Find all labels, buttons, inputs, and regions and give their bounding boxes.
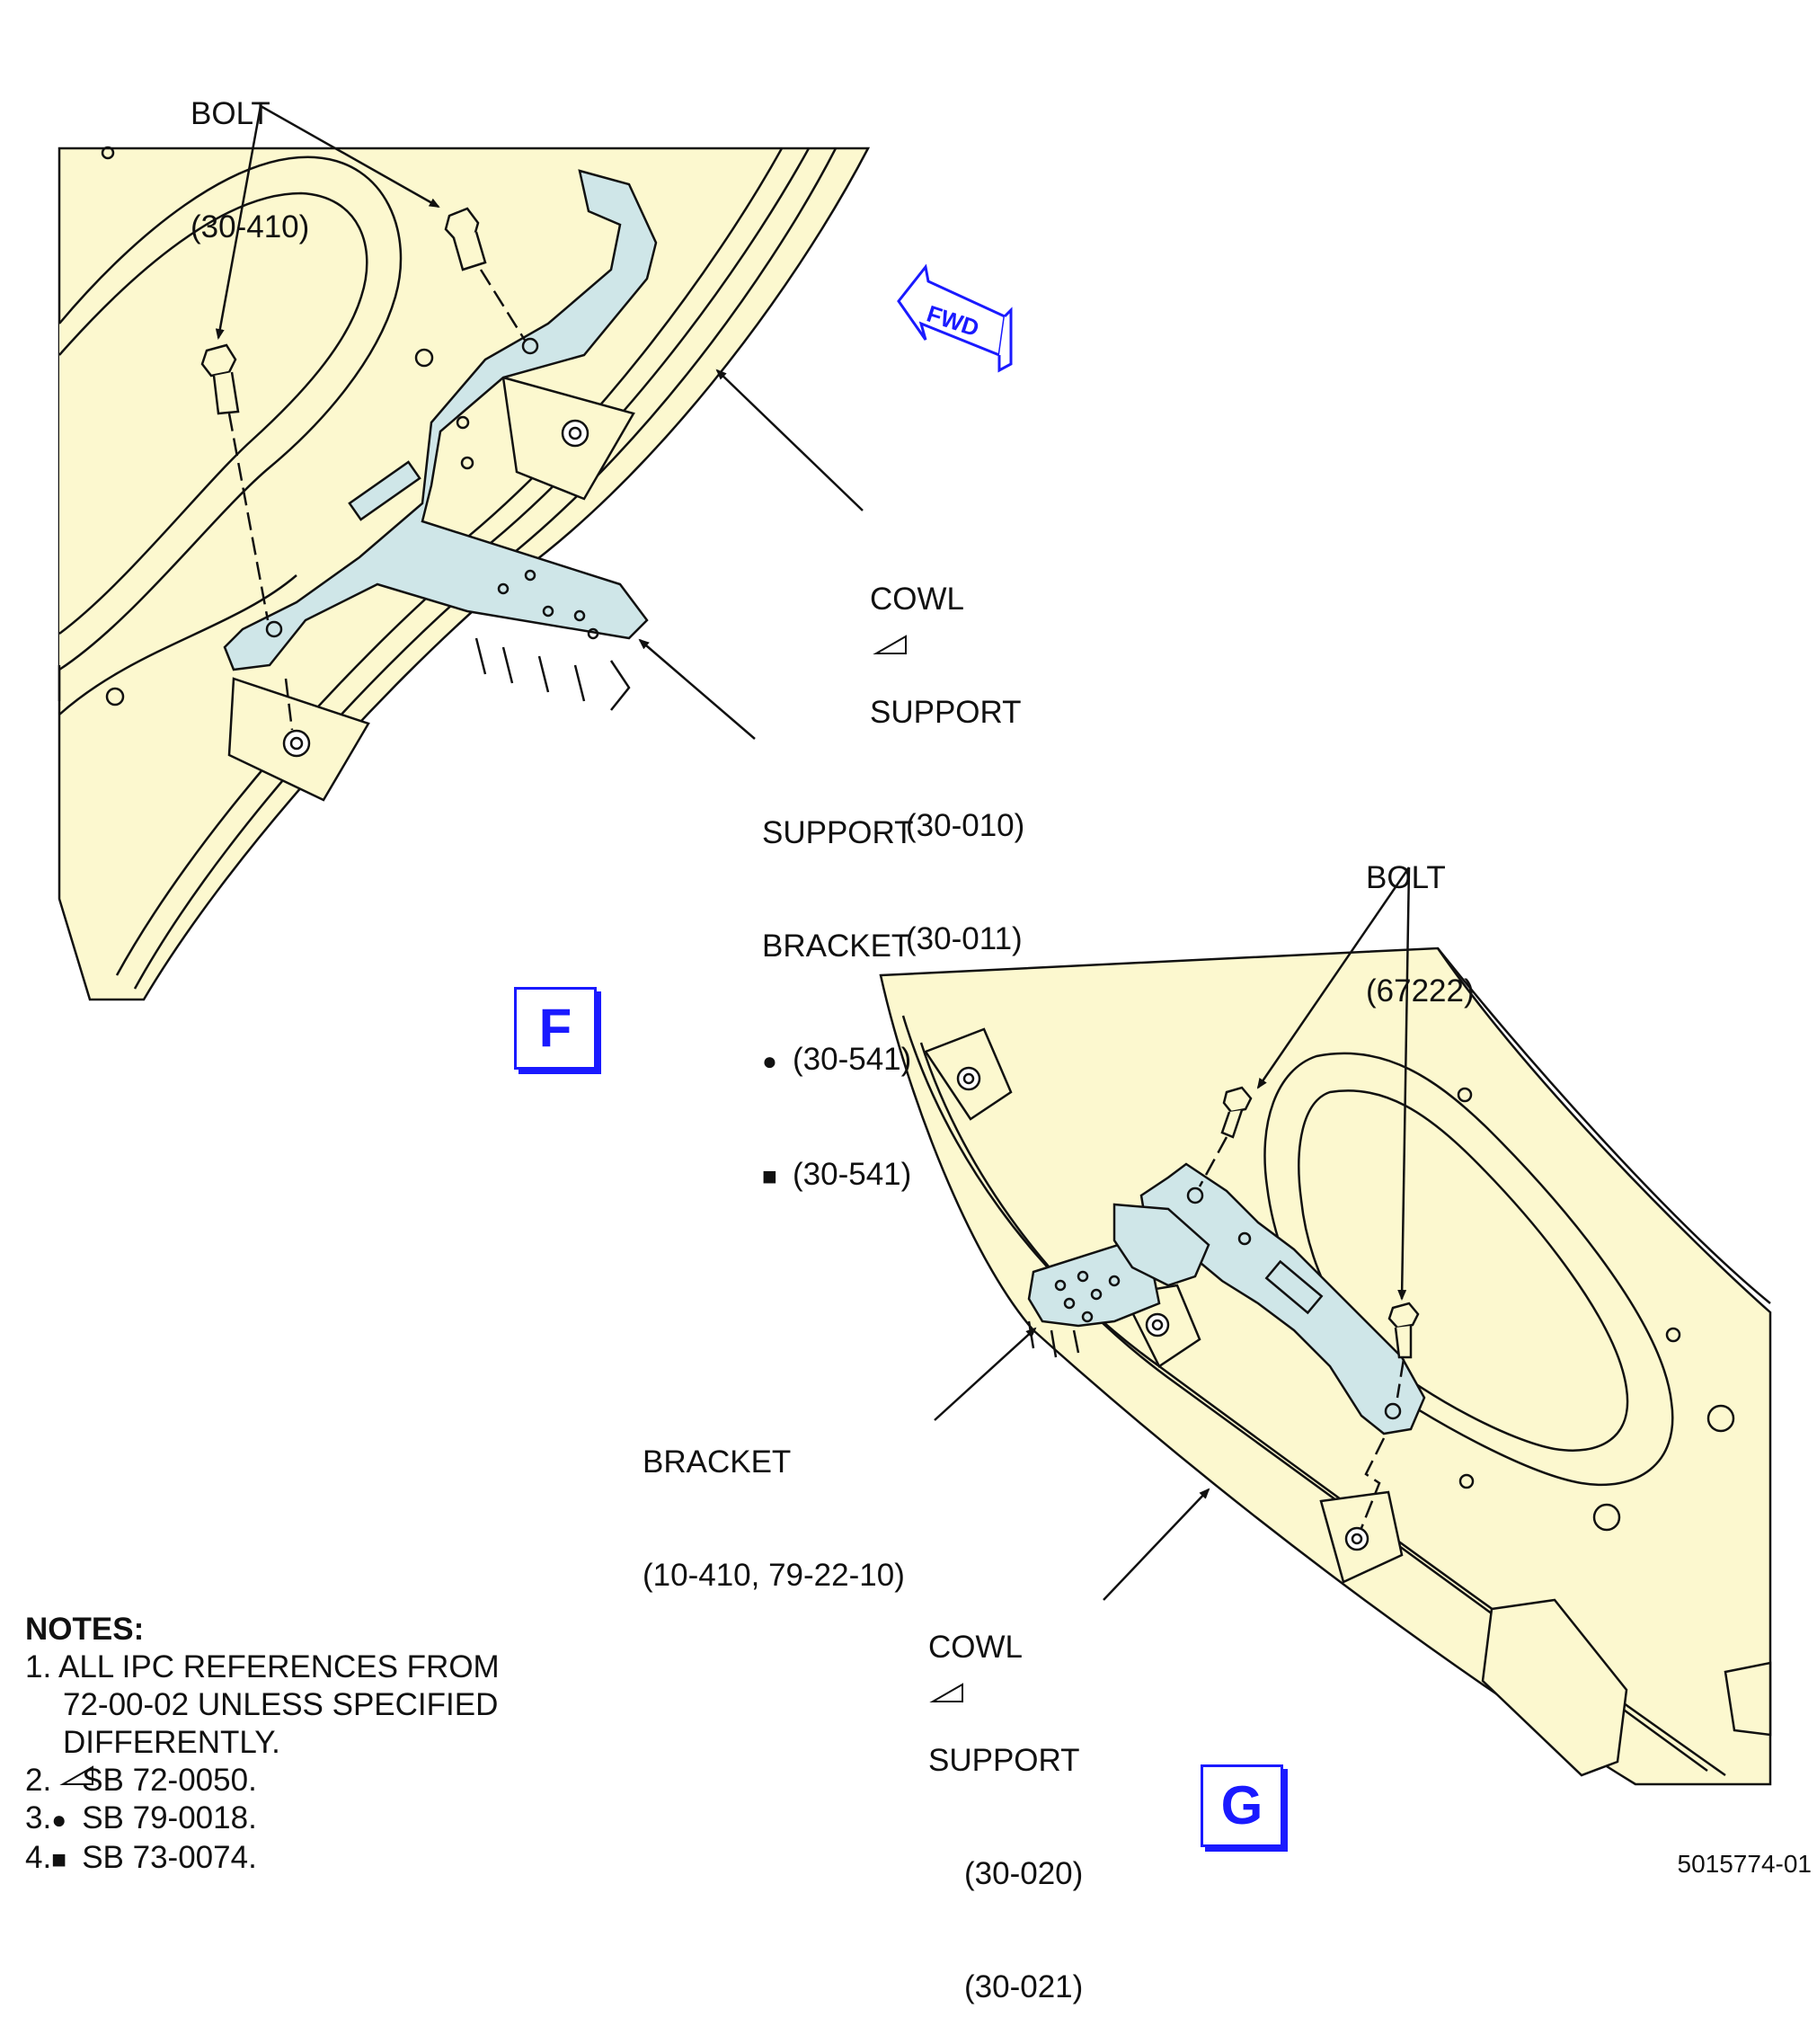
- access-box-g2: [1724, 1661, 1772, 1737]
- view-id-g: G: [1201, 1764, 1283, 1847]
- view-g-drawing: [879, 946, 1772, 1786]
- note-4: 4. ■ SB 73-0074.: [25, 1839, 500, 1879]
- illustration: FWD: [58, 104, 1772, 1786]
- cowl-support-line2-f: SUPPORT: [870, 695, 1022, 730]
- note-3-text: SB 79-0018.: [82, 1800, 257, 1835]
- note-2-number: 2.: [25, 1763, 52, 1798]
- bolt-g2: [1387, 1302, 1420, 1359]
- leader-lines: [215, 104, 1411, 1601]
- cowl-support-line1-g: COWL: [928, 1630, 1023, 1665]
- support-bracket-label-f: SUPPORT BRACKET ● (30-541) ■ (30-541): [762, 739, 914, 1233]
- bolt-name-g: BOLT: [1366, 860, 1446, 895]
- oval-cutout-g: [1263, 1052, 1674, 1487]
- notes-title: NOTES:: [25, 1612, 145, 1647]
- circle-symbol: ●: [51, 1806, 67, 1834]
- circle-symbol: ●: [762, 1047, 777, 1075]
- cowl-support-label-g: COWL SUPPORT (30-020) (30-021): [928, 1553, 1083, 2044]
- cowl-support-ref1-f: (30-010): [906, 808, 1025, 843]
- cowl-support-ref1-g: (30-020): [964, 1856, 1084, 1891]
- note-3: 3. ● SB 79-0018.: [25, 1800, 500, 1839]
- note-1-line1: 1. ALL IPC REFERENCES FROM: [25, 1649, 500, 1684]
- fwd-arrow: [897, 263, 1013, 373]
- note-1-line3: DIFFERENTLY.: [63, 1725, 280, 1760]
- cowl-support-line2-g: SUPPORT: [928, 1743, 1080, 1778]
- bolt-g1: [1220, 1086, 1253, 1139]
- bracket-label-g: BRACKET (10-410, 79-22-10): [643, 1368, 905, 1632]
- note-2-text: SB 72-0050.: [82, 1763, 257, 1798]
- note-4-number: 4.: [25, 1840, 52, 1875]
- support-bracket-f: [223, 169, 658, 671]
- support-bracket-line2-f: BRACKET: [762, 929, 911, 964]
- bolt-name-f: BOLT: [191, 96, 270, 131]
- note-2: 2. SB 72-0050.: [25, 1762, 500, 1800]
- bolt-ref-g: (67222): [1366, 973, 1475, 1009]
- note-4-text: SB 73-0074.: [82, 1840, 257, 1875]
- notes-block: NOTES: 1. ALL IPC REFERENCES FROM 72-00-…: [25, 1611, 500, 1879]
- bolt-f1: [444, 207, 487, 271]
- note-3-number: 3.: [25, 1800, 52, 1835]
- bolt-f2: [200, 343, 240, 415]
- cowl-support-ref2-f: (30-011): [906, 921, 1023, 956]
- bolt-label-f: BOLT (30-410): [191, 20, 309, 284]
- support-bracket-line1-f: SUPPORT: [762, 815, 914, 850]
- bolt-ref-f: (30-410): [191, 209, 310, 244]
- cowl-support-panel-g: [879, 946, 1772, 1786]
- support-bracket-ref2-f: (30-541): [793, 1157, 912, 1192]
- view-f-drawing: [58, 146, 1013, 1001]
- bolt-label-g: BOLT (67222): [1366, 784, 1475, 1048]
- cowl-support-line1-f: COWL: [870, 582, 964, 617]
- cowl-support-ref2-g: (30-021): [964, 1969, 1084, 2004]
- cowl-support-label-f: COWL SUPPORT (30-010) (30-011): [870, 505, 1024, 996]
- access-box-g: [1481, 1598, 1628, 1777]
- bracket-line1-g: BRACKET: [643, 1444, 792, 1480]
- square-symbol: ■: [51, 1845, 67, 1873]
- support-bracket-ref1-f: (30-541): [793, 1042, 912, 1077]
- bracket-ref-g: (10-410, 79-22-10): [643, 1558, 905, 1593]
- note-1-line2: 72-00-02 UNLESS SPECIFIED: [63, 1687, 499, 1722]
- view-id-f: F: [514, 987, 597, 1070]
- figure-number: 5015774-01: [1677, 1850, 1812, 1878]
- sb-72-0050-symbol: [59, 635, 963, 1785]
- square-symbol: ■: [762, 1162, 777, 1190]
